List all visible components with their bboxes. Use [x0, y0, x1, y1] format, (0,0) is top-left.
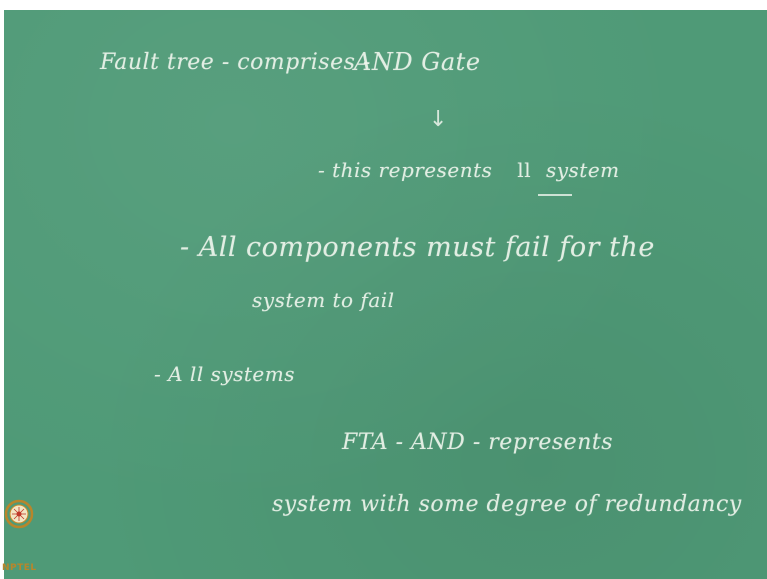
- board-line-redundancy: system with some degree of redundancy: [272, 492, 742, 517]
- board-line-system-to-fail: system to fail: [252, 288, 395, 312]
- board-line-parallel-systems: - A ll systems: [154, 362, 295, 386]
- nptel-logo-text: NPTEL: [2, 563, 37, 573]
- parallel-symbol: ll: [517, 158, 532, 182]
- down-arrow-icon: ↓: [429, 107, 448, 132]
- system-text: system: [545, 158, 620, 182]
- chalkboard: Fault tree - comprises - AND Gate ↓ - th…: [4, 10, 767, 579]
- board-line-all-components: - All components must fail for the: [180, 232, 655, 263]
- board-line-fault-tree: Fault tree - comprises -: [100, 50, 371, 75]
- nptel-logo-icon: [4, 499, 34, 529]
- board-line-represents: - this represents ll system: [318, 158, 620, 182]
- board-line-fta-and: FTA - AND - represents: [342, 430, 614, 455]
- parallel-underline: [538, 194, 572, 196]
- board-line-and-gate: AND Gate: [354, 48, 481, 76]
- represents-text: - this represents: [318, 158, 493, 182]
